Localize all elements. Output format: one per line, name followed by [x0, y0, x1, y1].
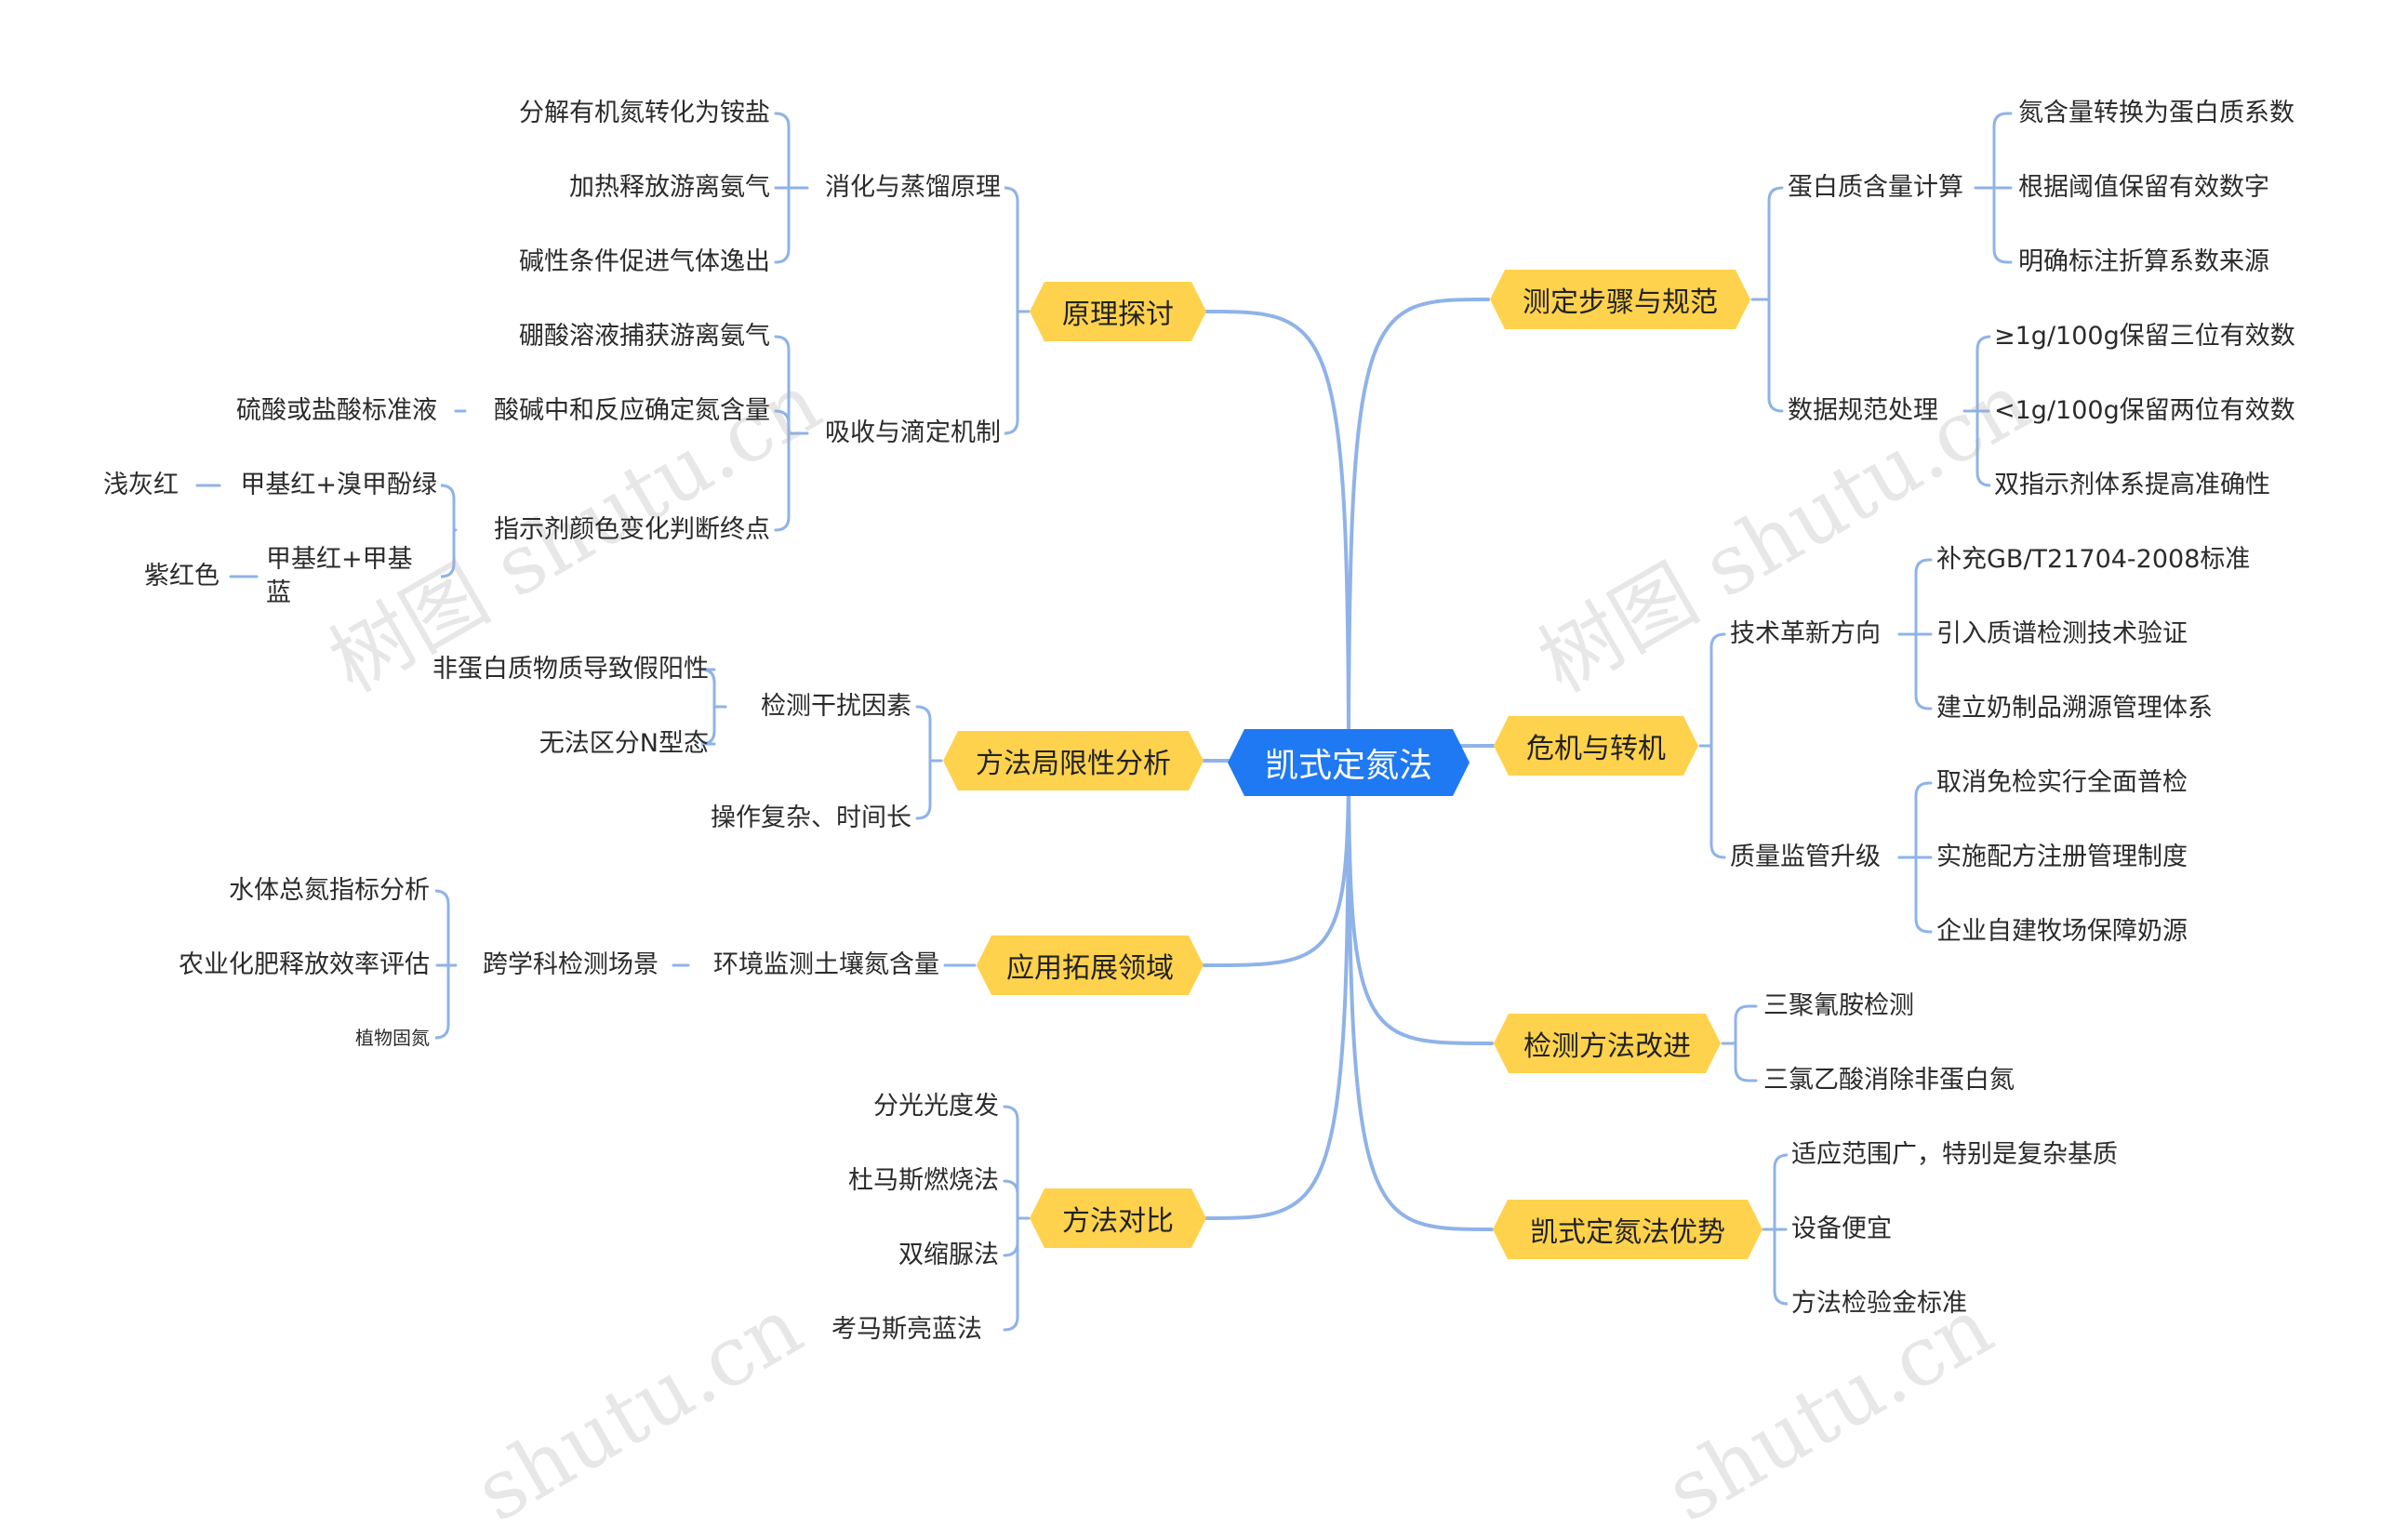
leaf-node[interactable]: 碱性条件促进气体逸出: [519, 247, 770, 276]
branch-node[interactable]: 应用拓展领域: [977, 936, 1204, 995]
connector-line: [1767, 396, 1784, 413]
leaf-node[interactable]: 方法检验金标准: [1791, 1289, 1967, 1318]
branch-node[interactable]: 方法对比: [1030, 1188, 1206, 1248]
branch-node[interactable]: 测定步骤与规范: [1490, 270, 1750, 329]
connector-line: [1347, 761, 1494, 1231]
connector-line: [1914, 694, 1933, 710]
connector-line: [1709, 632, 1726, 649]
connector-line: [1734, 1066, 1758, 1082]
connector-line: [440, 562, 456, 578]
branch-node[interactable]: 危机与转机: [1494, 716, 1698, 776]
leaf-node[interactable]: ≥1g/100g保留三位有效数: [1994, 322, 2295, 351]
leaf-node[interactable]: 设备便宜: [1791, 1215, 1892, 1243]
connector-line: [1347, 761, 1494, 1045]
connector-line: [1204, 761, 1350, 1220]
leaf-node[interactable]: 建立奶制品溯源管理体系: [1936, 694, 2213, 723]
leaf-node[interactable]: 加热释放游离氨气: [569, 173, 770, 202]
connector-line: [774, 112, 791, 128]
leaf-node[interactable]: 非蛋白质物质导致假阳性: [432, 655, 709, 684]
leaf-node[interactable]: 三氯乙酸消除非蛋白氮: [1763, 1066, 2015, 1095]
leaf-node[interactable]: 植物固氮: [355, 1027, 430, 1049]
connector-line: [774, 409, 791, 426]
leaf-node[interactable]: 双指示剂体系提高准确性: [1994, 471, 2270, 499]
topic-node[interactable]: 甲基红+甲基蓝: [266, 545, 413, 607]
connector-line: [700, 729, 716, 746]
topic-node[interactable]: 蛋白质含量计算: [1788, 173, 1963, 202]
connector-line: [1773, 1153, 1789, 1170]
connector-line: [1992, 247, 2013, 264]
topic-node[interactable]: 甲基红+溴甲酚绿: [240, 471, 437, 499]
connector-line: [774, 247, 791, 264]
leaf-node[interactable]: 杜马斯燃烧法: [848, 1166, 999, 1195]
connector-line: [1003, 1179, 1019, 1196]
topic-node[interactable]: 数据规范处理: [1788, 396, 1938, 425]
leaf-node[interactable]: 无法区分N型态: [539, 729, 709, 758]
connector-line: [1914, 917, 1933, 934]
connector-line: [1914, 781, 1933, 798]
connector-line: [1204, 310, 1350, 764]
leaf-node[interactable]: 考马斯亮蓝法: [831, 1315, 982, 1344]
connector-line: [434, 1023, 450, 1040]
leaf-node[interactable]: 实施配方注册管理制度: [1936, 843, 2188, 871]
connector-line: [1003, 1105, 1019, 1122]
topic-node[interactable]: 环境监测土壤氮含量: [713, 950, 939, 979]
connector-line: [440, 484, 456, 500]
topic-node[interactable]: 酸碱中和反应确定氮含量: [494, 396, 770, 425]
connector-line: [1004, 186, 1019, 203]
topic-node[interactable]: 检测干扰因素: [761, 692, 911, 721]
leaf-node[interactable]: 根据阈值保留有效数字: [2018, 173, 2269, 202]
connector-line: [1992, 112, 2013, 128]
leaf-node[interactable]: 操作复杂、时间长: [711, 803, 911, 832]
topic-node[interactable]: 跨学科检测场景: [483, 950, 658, 979]
connector-line: [774, 335, 791, 352]
branch-node[interactable]: 原理探讨: [1030, 282, 1206, 341]
leaf-node[interactable]: 三聚氰胺检测: [1763, 991, 1914, 1020]
branch-node[interactable]: 检测方法改进: [1494, 1014, 1721, 1073]
topic-node[interactable]: 消化与蒸馏原理: [825, 173, 1001, 202]
connector-line: [1767, 186, 1784, 203]
connector-line: [1773, 1289, 1789, 1306]
leaf-node[interactable]: 企业自建牧场保障奶源: [1936, 917, 2188, 946]
branch-node[interactable]: 凯式定氮法优势: [1493, 1200, 1762, 1259]
topic-node[interactable]: 吸收与滴定机制: [825, 418, 1001, 447]
connector-line: [434, 889, 450, 906]
leaf-node[interactable]: 明确标注折算系数来源: [2018, 247, 2269, 276]
leaf-node[interactable]: 补充GB/T21704-2008标准: [1936, 545, 2251, 574]
topic-node[interactable]: 质量监管升级: [1730, 843, 1881, 871]
leaf-node[interactable]: 取消免检实行全面普检: [1936, 768, 2188, 797]
connector-line: [1709, 843, 1726, 859]
leaf-node[interactable]: 氮含量转换为蛋白质系数: [2018, 99, 2295, 127]
leaf-node[interactable]: <1g/100g保留两位有效数: [1994, 396, 2295, 425]
connector-line: [1347, 298, 1490, 764]
root-node[interactable]: 凯式定氮法: [1228, 729, 1470, 796]
connector-line: [1975, 471, 1991, 487]
connector-line: [915, 803, 932, 820]
leaf-node[interactable]: 适应范围广，特别是复杂基质: [1791, 1140, 2118, 1169]
leaf-node[interactable]: 引入质谱检测技术验证: [1936, 619, 2188, 648]
topic-node[interactable]: 指示剂颜色变化判断终点: [494, 515, 770, 544]
leaf-node[interactable]: 双缩脲法: [898, 1241, 999, 1269]
connector-line: [1003, 1241, 1019, 1257]
mind-map-canvas: 树图 shutu.cn 树图 shutu.cn shutu.cn shutu.c…: [103, 99, 2295, 1540]
connector-line: [1734, 1004, 1758, 1021]
leaf-node[interactable]: 紫红色: [144, 562, 219, 591]
connector-line: [1004, 418, 1019, 435]
leaf-node[interactable]: 分光光度发: [873, 1092, 999, 1121]
connector-line: [774, 515, 791, 532]
leaf-node[interactable]: 硫酸或盐酸标准液: [236, 396, 437, 425]
leaf-node[interactable]: 分解有机氮转化为铵盐: [519, 99, 770, 127]
connector-line: [1003, 1315, 1019, 1332]
topic-node[interactable]: 技术革新方向: [1730, 619, 1881, 648]
leaf-node[interactable]: 浅灰红: [103, 471, 179, 499]
connector-line: [1975, 335, 1991, 352]
connector-line: [700, 668, 716, 684]
branch-node[interactable]: 方法局限性分析: [943, 731, 1204, 790]
connector-line: [1914, 558, 1933, 575]
leaf-node[interactable]: 硼酸溶液捕获游离氨气: [519, 322, 770, 351]
connector-line: [915, 705, 932, 722]
leaf-node[interactable]: 水体总氮指标分析: [229, 876, 430, 905]
leaf-node[interactable]: 农业化肥释放效率评估: [179, 950, 430, 979]
